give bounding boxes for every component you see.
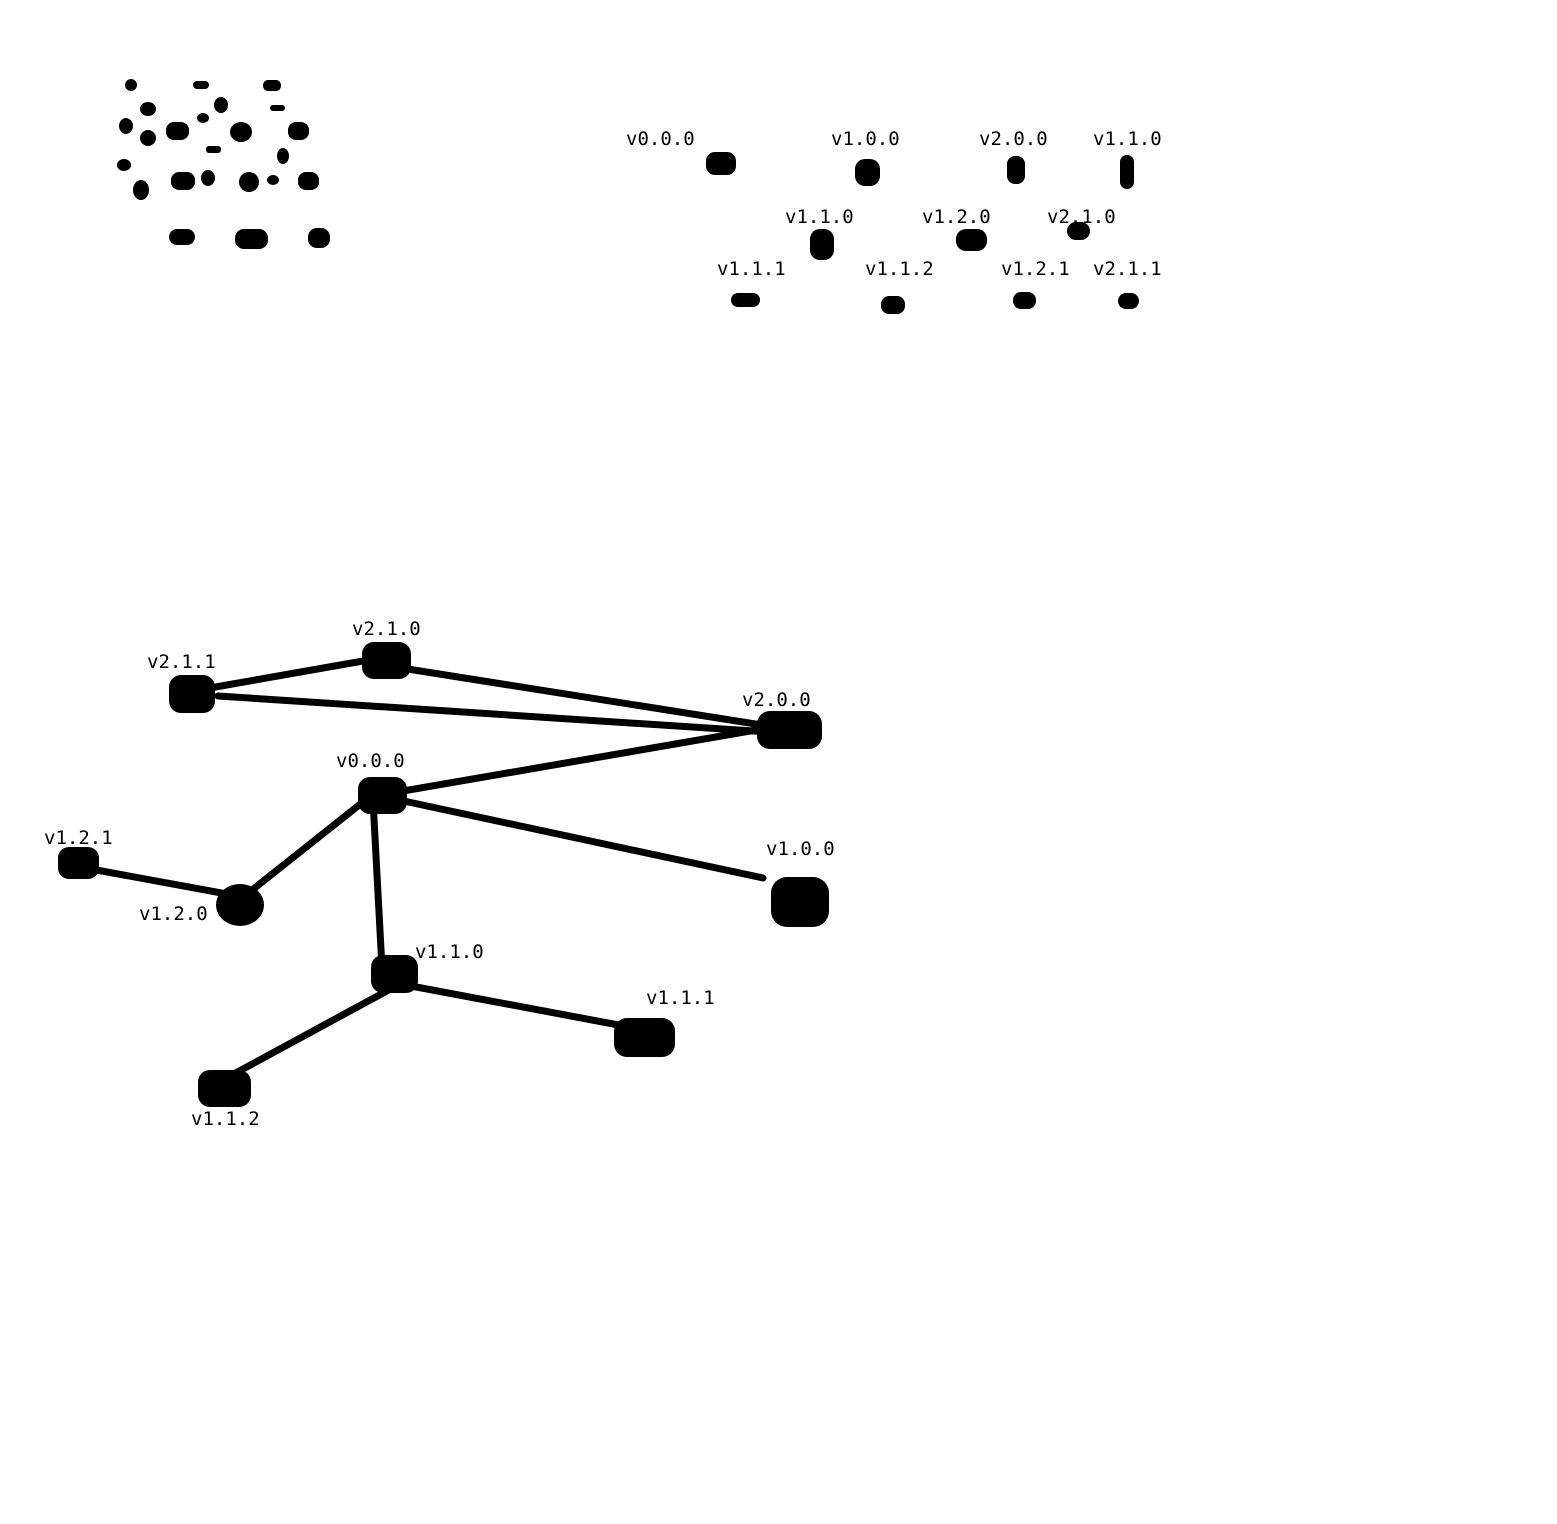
version-list-label: v2.1.0 bbox=[1047, 206, 1116, 228]
version-marker bbox=[1013, 292, 1036, 309]
graph-node-label: v1.1.2 bbox=[191, 1108, 260, 1130]
edge-v0.0.0-v1.2.0 bbox=[238, 794, 372, 902]
graph-node-v2.1.0[interactable] bbox=[362, 642, 411, 679]
edge-v0.0.0-v2.0.0 bbox=[376, 724, 772, 799]
version-list-label: v1.1.0 bbox=[785, 206, 854, 228]
graph-node-v2.0.0[interactable] bbox=[757, 711, 822, 749]
version-list: v0.0.0 v1.0.0 v2.0.0 v1.1.0 v1.1.0 v1.2.… bbox=[626, 128, 1162, 314]
graph-node-v1.1.0[interactable] bbox=[371, 955, 418, 993]
edge-v1.1.0-v1.1.1 bbox=[391, 979, 628, 1030]
version-list-label: v1.2.0 bbox=[922, 206, 991, 228]
graph-labels: v2.1.1 v2.1.0 v2.0.0 v0.0.0 v1.2.1 v1.2.… bbox=[44, 618, 835, 1130]
graph-node-v1.0.0[interactable] bbox=[771, 877, 829, 927]
graph-node-label: v1.1.1 bbox=[646, 987, 715, 1009]
version-marker bbox=[881, 296, 905, 314]
dot-cluster bbox=[117, 79, 330, 249]
version-marker bbox=[855, 159, 880, 186]
version-list-label: v1.0.0 bbox=[831, 128, 900, 150]
edge-v2.1.1-v2.1.0 bbox=[200, 654, 384, 693]
graph-node-label: v2.1.1 bbox=[147, 651, 216, 673]
graph-edges bbox=[76, 654, 772, 1079]
edge-v1.1.0-v1.1.2 bbox=[228, 982, 400, 1079]
graph-node-label: v1.2.1 bbox=[44, 827, 113, 849]
graph-node-label: v1.2.0 bbox=[139, 903, 208, 925]
graph-node-v1.1.2[interactable] bbox=[198, 1070, 251, 1107]
graph-node-label: v1.0.0 bbox=[766, 838, 835, 860]
version-marker bbox=[810, 229, 834, 260]
version-marker bbox=[731, 293, 760, 307]
graph-node-v2.1.1[interactable] bbox=[169, 675, 215, 713]
graph-node-label: v0.0.0 bbox=[336, 750, 405, 772]
graph-node-label: v1.1.0 bbox=[415, 941, 484, 963]
version-list-label: v1.1.0 bbox=[1093, 128, 1162, 150]
version-list-label: v2.0.0 bbox=[979, 128, 1048, 150]
version-list-label: v1.1.1 bbox=[717, 258, 786, 280]
graph-node-label: v2.1.0 bbox=[352, 618, 421, 640]
graph-node-v0.0.0[interactable] bbox=[358, 777, 407, 814]
version-marker bbox=[706, 152, 736, 175]
version-list-label: v1.2.1 bbox=[1001, 258, 1070, 280]
version-marker bbox=[1007, 156, 1025, 184]
edge-v0.0.0-v1.1.0 bbox=[369, 796, 386, 972]
graph-node-v1.2.1[interactable] bbox=[58, 847, 99, 879]
version-marker bbox=[1120, 155, 1134, 189]
version-marker bbox=[956, 229, 987, 251]
graph-nodes bbox=[58, 642, 829, 1107]
graph-node-v1.1.1[interactable] bbox=[614, 1018, 675, 1057]
edge-v2.1.1-v2.0.0 bbox=[214, 692, 772, 736]
edge-v2.1.0-v2.0.0 bbox=[391, 663, 772, 730]
graph-node-label: v2.0.0 bbox=[742, 689, 811, 711]
version-marker bbox=[1118, 293, 1139, 309]
version-list-label: v1.1.2 bbox=[865, 258, 934, 280]
version-list-label: v2.1.1 bbox=[1093, 258, 1162, 280]
version-list-label: v0.0.0 bbox=[626, 128, 695, 150]
version-marker bbox=[1067, 222, 1090, 240]
edge-v0.0.0-v1.0.0 bbox=[381, 793, 767, 882]
graph-node-v1.2.0[interactable] bbox=[216, 884, 264, 926]
edge-v1.2.1-v1.2.0 bbox=[76, 863, 242, 900]
